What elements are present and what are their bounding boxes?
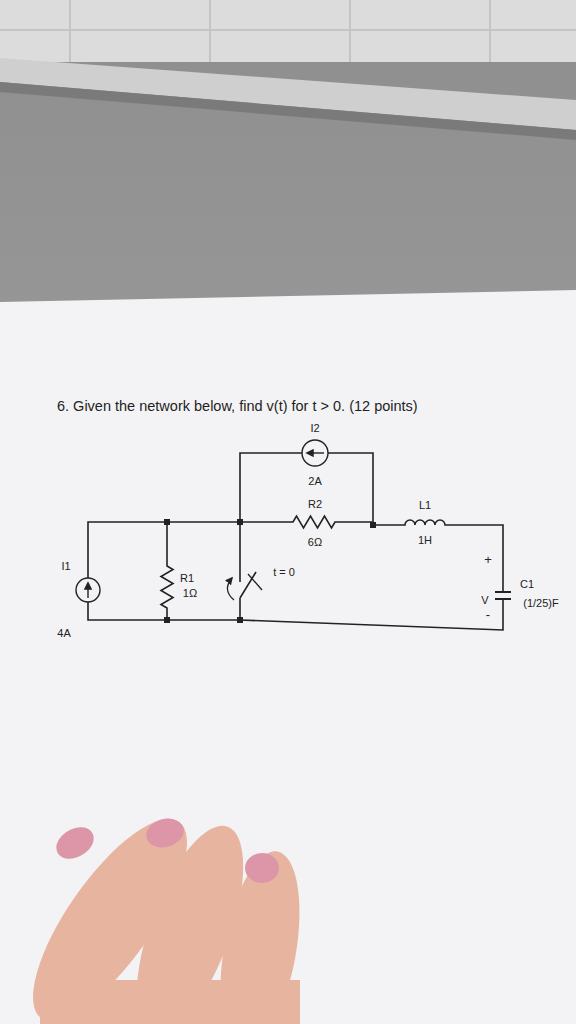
capacitor-name: C1 — [520, 578, 534, 590]
source-name: I2 — [310, 422, 319, 434]
switch-time: t = 0 — [273, 566, 295, 578]
question-title: 6. Given the network below, find v(t) fo… — [57, 398, 418, 414]
rail-shadow — [0, 82, 576, 140]
fingernails — [51, 815, 279, 883]
resistor-value: 6Ω — [308, 536, 322, 548]
voltage-name: V — [481, 594, 488, 606]
junction-dots — [164, 519, 376, 623]
source-value: 4A — [57, 627, 70, 639]
polarity-mark: + — [484, 553, 492, 567]
capacitor-symbol — [495, 592, 511, 599]
tiles — [0, 0, 576, 62]
hand — [7, 798, 313, 1024]
source-name: I1 — [61, 560, 70, 572]
tile-joints — [0, 0, 576, 62]
inductor-value: 1H — [418, 534, 432, 546]
polarity-mark: - — [486, 608, 490, 622]
circuit-wires — [88, 453, 503, 630]
inductor-name: L1 — [419, 499, 431, 511]
capacitor-value: (1/25)F — [523, 597, 558, 609]
current-source-symbol — [76, 440, 328, 602]
switch-arrow — [227, 574, 262, 600]
resistor-value: 1Ω — [183, 587, 197, 599]
source-value: 2A — [308, 475, 321, 487]
resistor-name: R2 — [308, 498, 322, 510]
resistor-name: R1 — [180, 572, 194, 584]
